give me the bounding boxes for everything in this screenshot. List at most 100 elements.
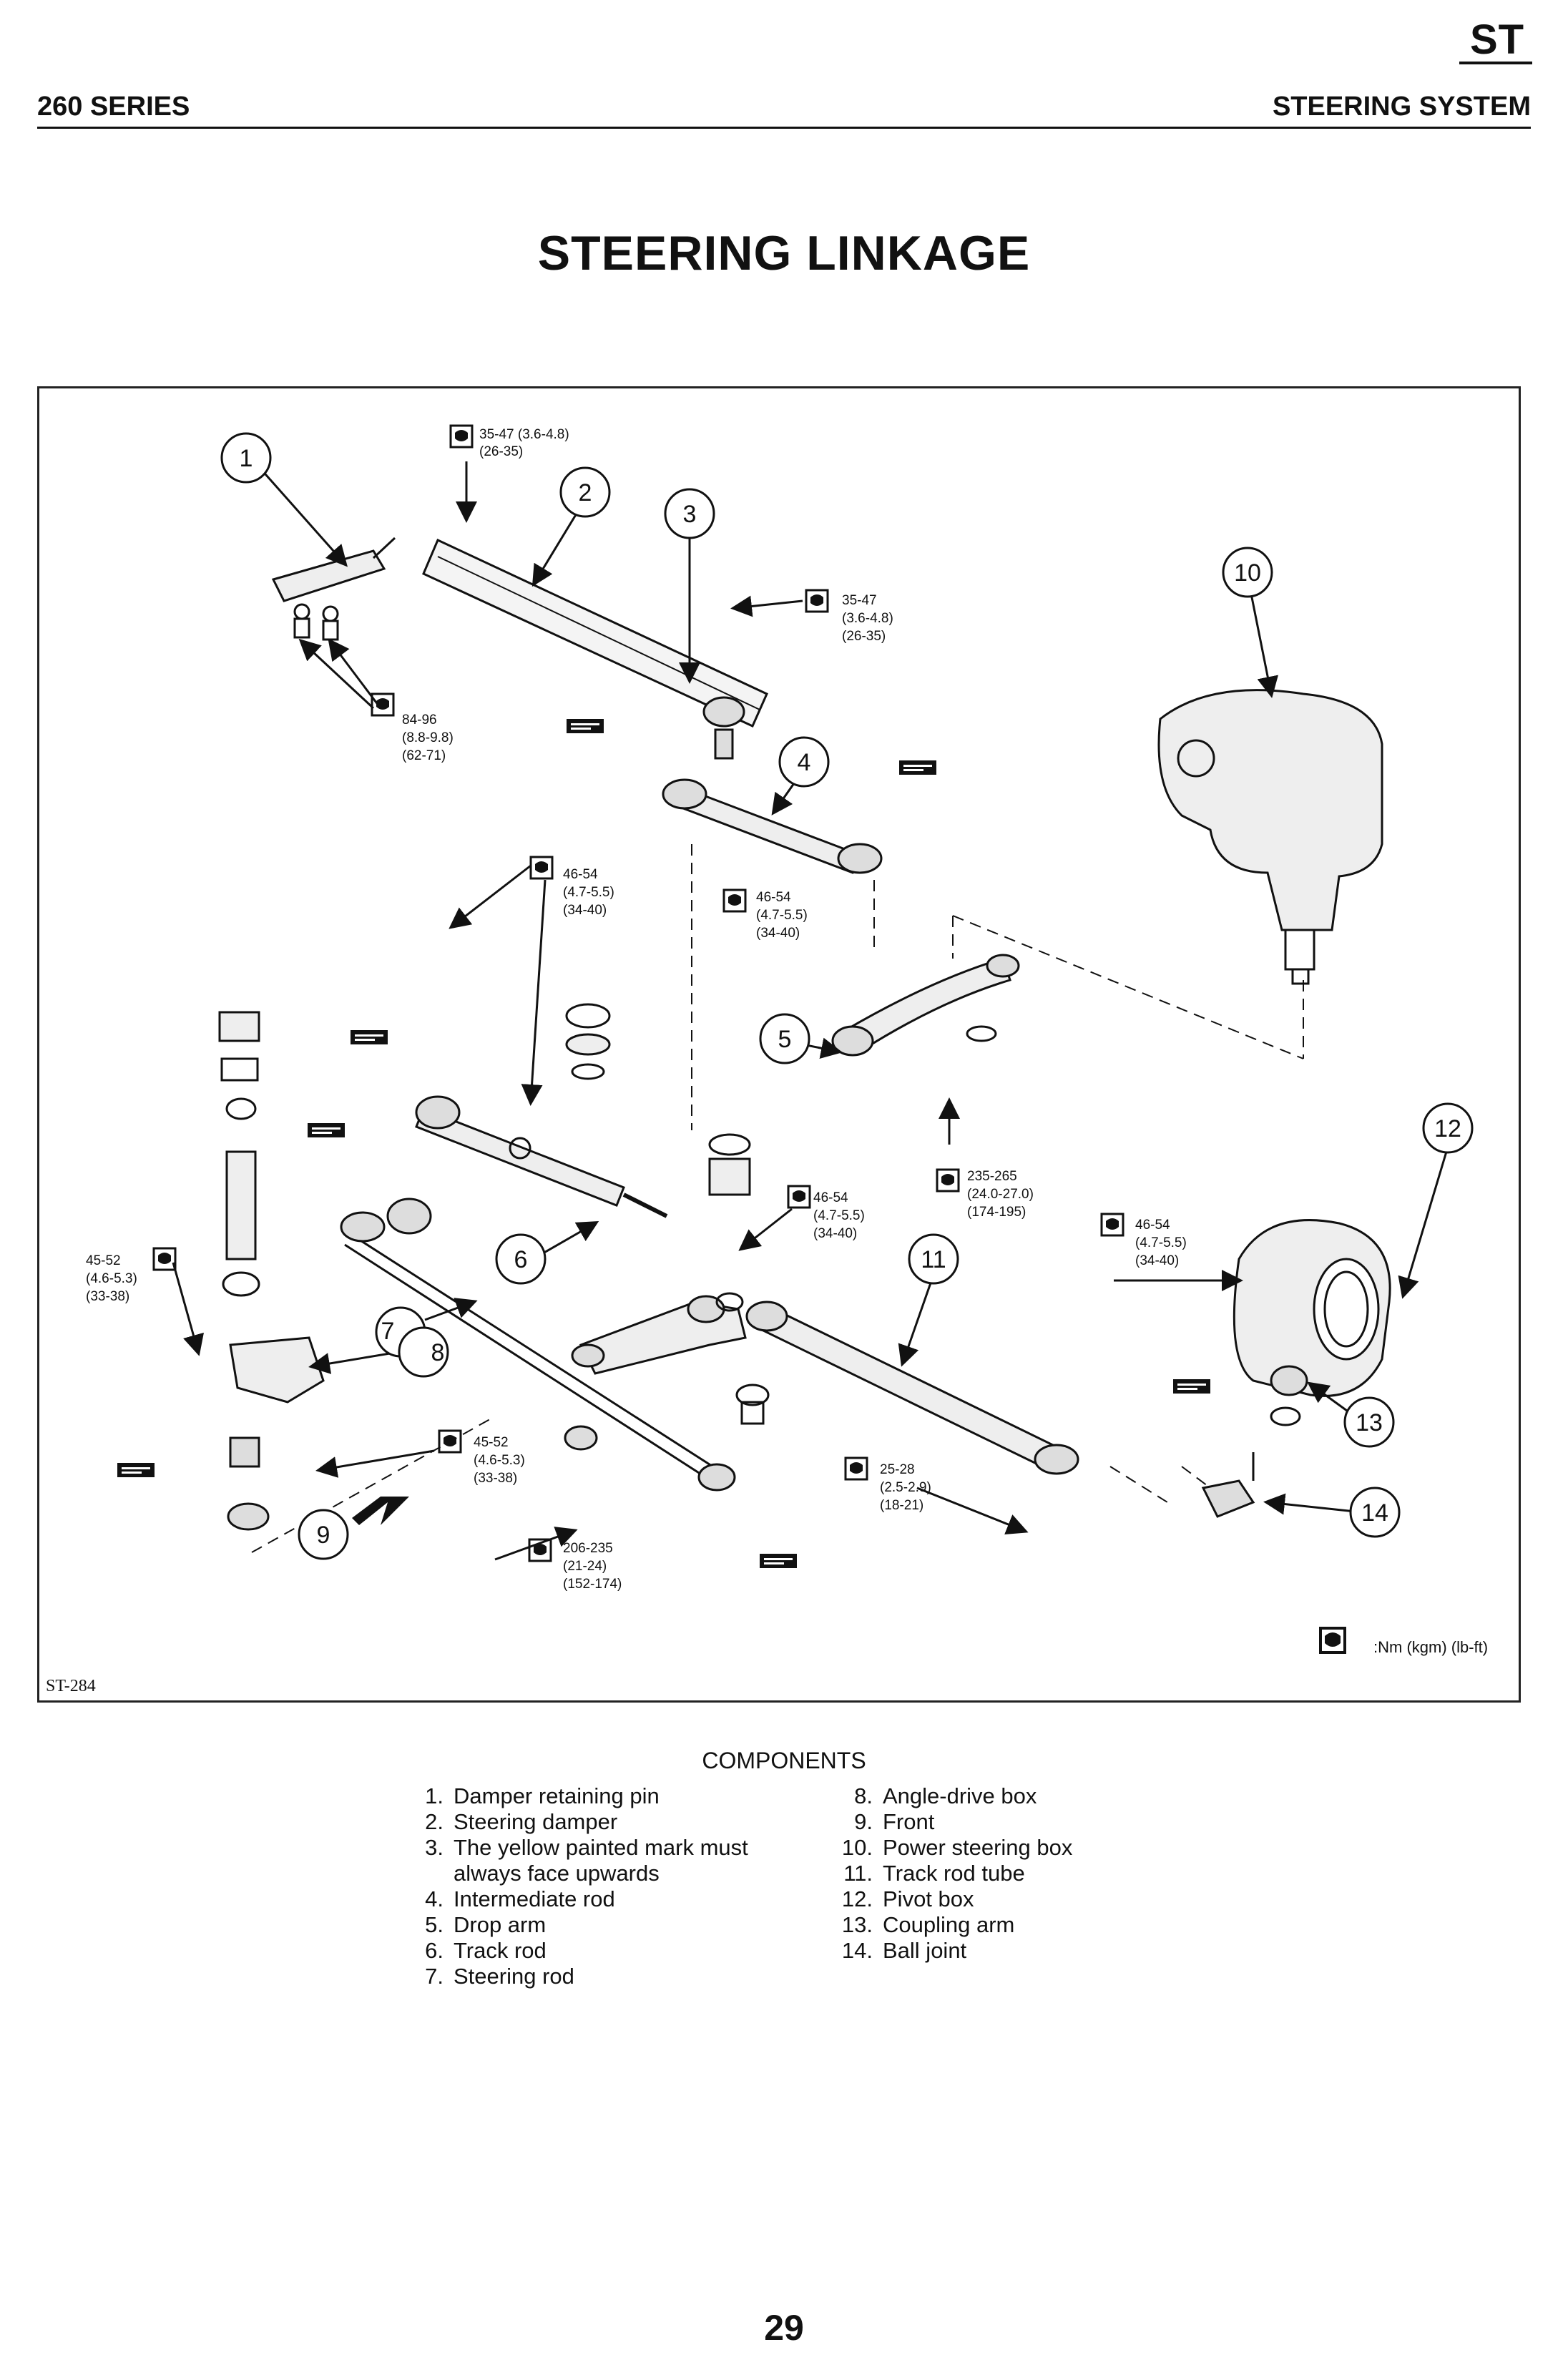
- callout-14: [1349, 1487, 1401, 1538]
- component-item: 12.Pivot box: [841, 1886, 974, 1911]
- ball-joint: [1201, 1452, 1255, 1518]
- header-rule: [37, 127, 1531, 129]
- torque-spec-2-line-1: 35-47: [842, 593, 877, 608]
- component-item: 4.Intermediate rod: [425, 1886, 615, 1911]
- callout-9-label: 9: [317, 1522, 330, 1549]
- torque-spec-10-line-1: 45-52: [474, 1435, 509, 1450]
- callout-3: [664, 488, 715, 539]
- component-item: 3.The yellow painted mark must always fa…: [425, 1835, 748, 1886]
- callout-5-label: 5: [778, 1026, 792, 1053]
- series-label: 260 SERIES: [37, 92, 190, 122]
- component-item: 2.Steering damper: [425, 1809, 618, 1834]
- system-label: STEERING SYSTEM: [1272, 92, 1531, 122]
- torque-spec-6-line-3: (174-195): [967, 1205, 1026, 1220]
- torque-spec-10-line-3: (33-38): [474, 1471, 517, 1486]
- torque-wrench-icon: [1319, 1627, 1346, 1654]
- torque-spec-2-line-2: (3.6-4.8): [842, 611, 893, 626]
- callout-10: [1222, 547, 1273, 598]
- torque-spec-12-line-1: 206-235: [563, 1541, 613, 1556]
- components-list-right: 8.Angle-drive box 9.Front 10.Power steer…: [823, 1783, 1197, 1964]
- front-arrow-icon: [352, 1497, 409, 1525]
- bush-stacks: [565, 1003, 1308, 1426]
- callout-14-label: 14: [1361, 1499, 1388, 1527]
- torque-spec-4-line-3: (34-40): [563, 903, 607, 918]
- callout-9: [298, 1509, 349, 1560]
- torque-spec-1-line-2: (26-35): [479, 444, 523, 459]
- torque-spec-8-line-2: (4.7-5.5): [1135, 1235, 1187, 1250]
- torque-spec-9-line-3: (33-38): [86, 1289, 129, 1304]
- torque-spec-9-line-2: (4.6-5.3): [86, 1271, 137, 1286]
- torque-spec-6-line-1: 235-265: [967, 1169, 1017, 1184]
- section-code-underline: [1459, 62, 1532, 64]
- page-number: 29: [764, 2308, 804, 2348]
- torque-spec-9-line-1: 45-52: [86, 1253, 121, 1268]
- drop-arm: [831, 954, 1020, 1057]
- pivot-box: [1233, 1219, 1391, 1397]
- component-item: 14.Ball joint: [841, 1938, 967, 1963]
- torque-spec-7-line-2: (4.7-5.5): [813, 1208, 865, 1223]
- callout-12: [1422, 1102, 1474, 1154]
- relay-arm: [564, 1295, 747, 1451]
- torque-spec-3-line-3: (62-71): [402, 748, 446, 763]
- components-title: COMPONENTS: [702, 1748, 866, 1773]
- callout-12-label: 12: [1434, 1115, 1461, 1142]
- component-item: 11.Track rod tube: [843, 1861, 1025, 1886]
- callout-13: [1343, 1396, 1395, 1448]
- torque-spec-8-line-1: 46-54: [1135, 1218, 1170, 1233]
- callout-3-label: 3: [683, 501, 697, 528]
- callout-6-label: 6: [514, 1246, 528, 1273]
- angle-drive-box: [218, 1011, 325, 1531]
- component-item: 13.Coupling arm: [841, 1912, 1015, 1937]
- component-item: 8.Angle-drive box: [854, 1783, 1037, 1808]
- torque-spec-10-line-2: (4.6-5.3): [474, 1453, 525, 1468]
- torque-spec-6-line-2: (24.0-27.0): [967, 1187, 1034, 1202]
- power-steering-box: [1157, 689, 1383, 985]
- torque-spec-12-line-3: (152-174): [563, 1577, 622, 1592]
- torque-spec-8-line-3: (34-40): [1135, 1253, 1179, 1268]
- component-item: 9.Front: [854, 1809, 935, 1834]
- torque-spec-7-line-3: (34-40): [813, 1226, 857, 1241]
- torque-spec-11-line-2: (2.5-2.9): [880, 1480, 931, 1495]
- torque-spec-12-line-2: (21-24): [563, 1559, 607, 1574]
- callout-7-label: 7: [381, 1318, 395, 1345]
- torque-spec-4-line-2: (4.7-5.5): [563, 885, 614, 900]
- callout-11: [908, 1233, 959, 1285]
- torque-spec-1-line-1: 35-47 (3.6-4.8): [479, 427, 569, 442]
- figure-frame: [37, 386, 1521, 1703]
- section-code: ST: [1470, 16, 1525, 63]
- component-item: 10.Power steering box: [841, 1835, 1073, 1860]
- component-item: 5.Drop arm: [425, 1912, 547, 1937]
- intermediate-rod: [662, 696, 883, 874]
- callout-1: [220, 432, 272, 484]
- torque-legend: :Nm (kgm) (lb-ft): [1373, 1638, 1489, 1656]
- torque-spec-5-line-2: (4.7-5.5): [756, 908, 808, 923]
- steering-linkage-diagram: 1 2 3 4 5 6 7 8 9 10 11 12 13 14 35-47 (…: [86, 424, 1474, 1592]
- component-item: 6.Track rod: [425, 1938, 547, 1963]
- callout-11-label: 11: [921, 1246, 946, 1273]
- torque-spec-7-line-1: 46-54: [813, 1190, 848, 1205]
- track-rod-tube: [745, 1301, 1079, 1475]
- callout-13-label: 13: [1356, 1409, 1383, 1436]
- page-title: STEERING LINKAGE: [537, 226, 1031, 280]
- track-rod: [415, 1095, 668, 1218]
- components-list-left: 1.Damper retaining pin 2.Steering damper…: [393, 1783, 768, 1989]
- callout-4: [778, 736, 830, 788]
- callout-2-label: 2: [579, 479, 592, 506]
- callout-2: [559, 466, 611, 518]
- torque-spec-4-line-1: 46-54: [563, 867, 598, 882]
- callout-8: [398, 1326, 449, 1378]
- callout-1-label: 1: [240, 445, 253, 472]
- callout-5: [759, 1013, 810, 1064]
- callout-8-label: 8: [431, 1339, 445, 1366]
- component-item: 7.Steering rod: [425, 1964, 574, 1989]
- torque-spec-3-line-2: (8.8-9.8): [402, 730, 454, 745]
- callout-4-label: 4: [798, 749, 811, 776]
- torque-spec-2-line-3: (26-35): [842, 629, 886, 644]
- callout-10-label: 10: [1234, 559, 1261, 587]
- steering-rod: [340, 1198, 736, 1492]
- torque-spec-3-line-1: 84-96: [402, 712, 437, 728]
- torque-spec-11-line-3: (18-21): [880, 1498, 923, 1513]
- figure-reference: ST-284: [46, 1677, 96, 1695]
- torque-spec-5-line-3: (34-40): [756, 926, 800, 941]
- component-item: 1.Damper retaining pin: [425, 1783, 660, 1808]
